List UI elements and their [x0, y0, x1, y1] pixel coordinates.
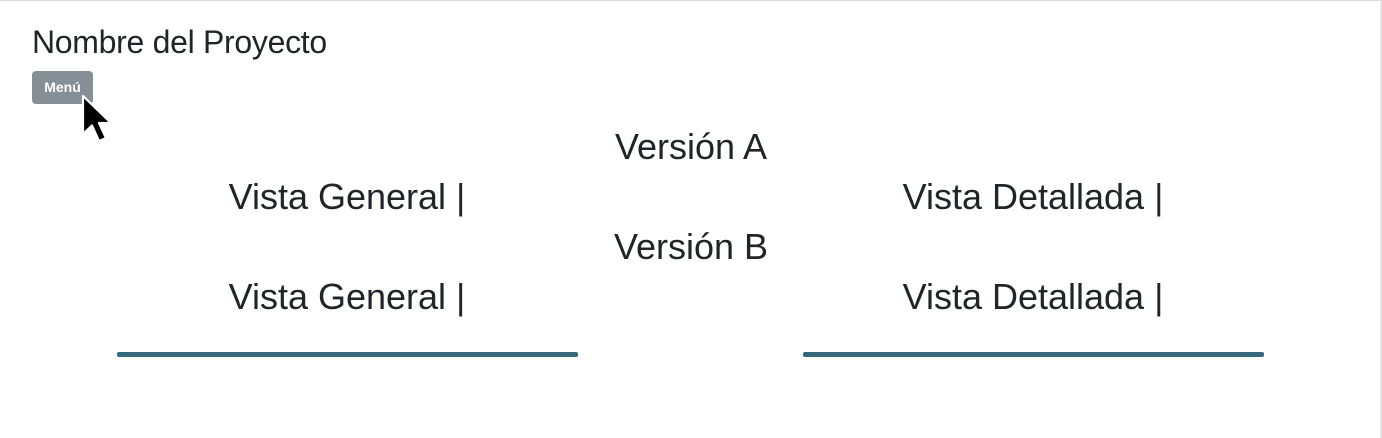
window-right-border — [1380, 0, 1382, 438]
version-b-general-view-link[interactable]: Vista General | — [228, 276, 466, 317]
version-a-detailed-view-link[interactable]: Vista Detallada | — [902, 176, 1164, 217]
left-column-divider — [117, 352, 578, 357]
project-title: Nombre del Proyecto — [32, 24, 327, 60]
version-a-heading: Versión A — [614, 126, 768, 167]
version-b-detailed-view-link[interactable]: Vista Detallada | — [902, 276, 1164, 317]
window-top-border — [0, 0, 1382, 1]
mouse-pointer-icon — [81, 94, 113, 143]
version-b-heading: Versión B — [613, 226, 769, 267]
version-a-general-view-link[interactable]: Vista General | — [228, 176, 466, 217]
right-column-divider — [803, 352, 1264, 357]
